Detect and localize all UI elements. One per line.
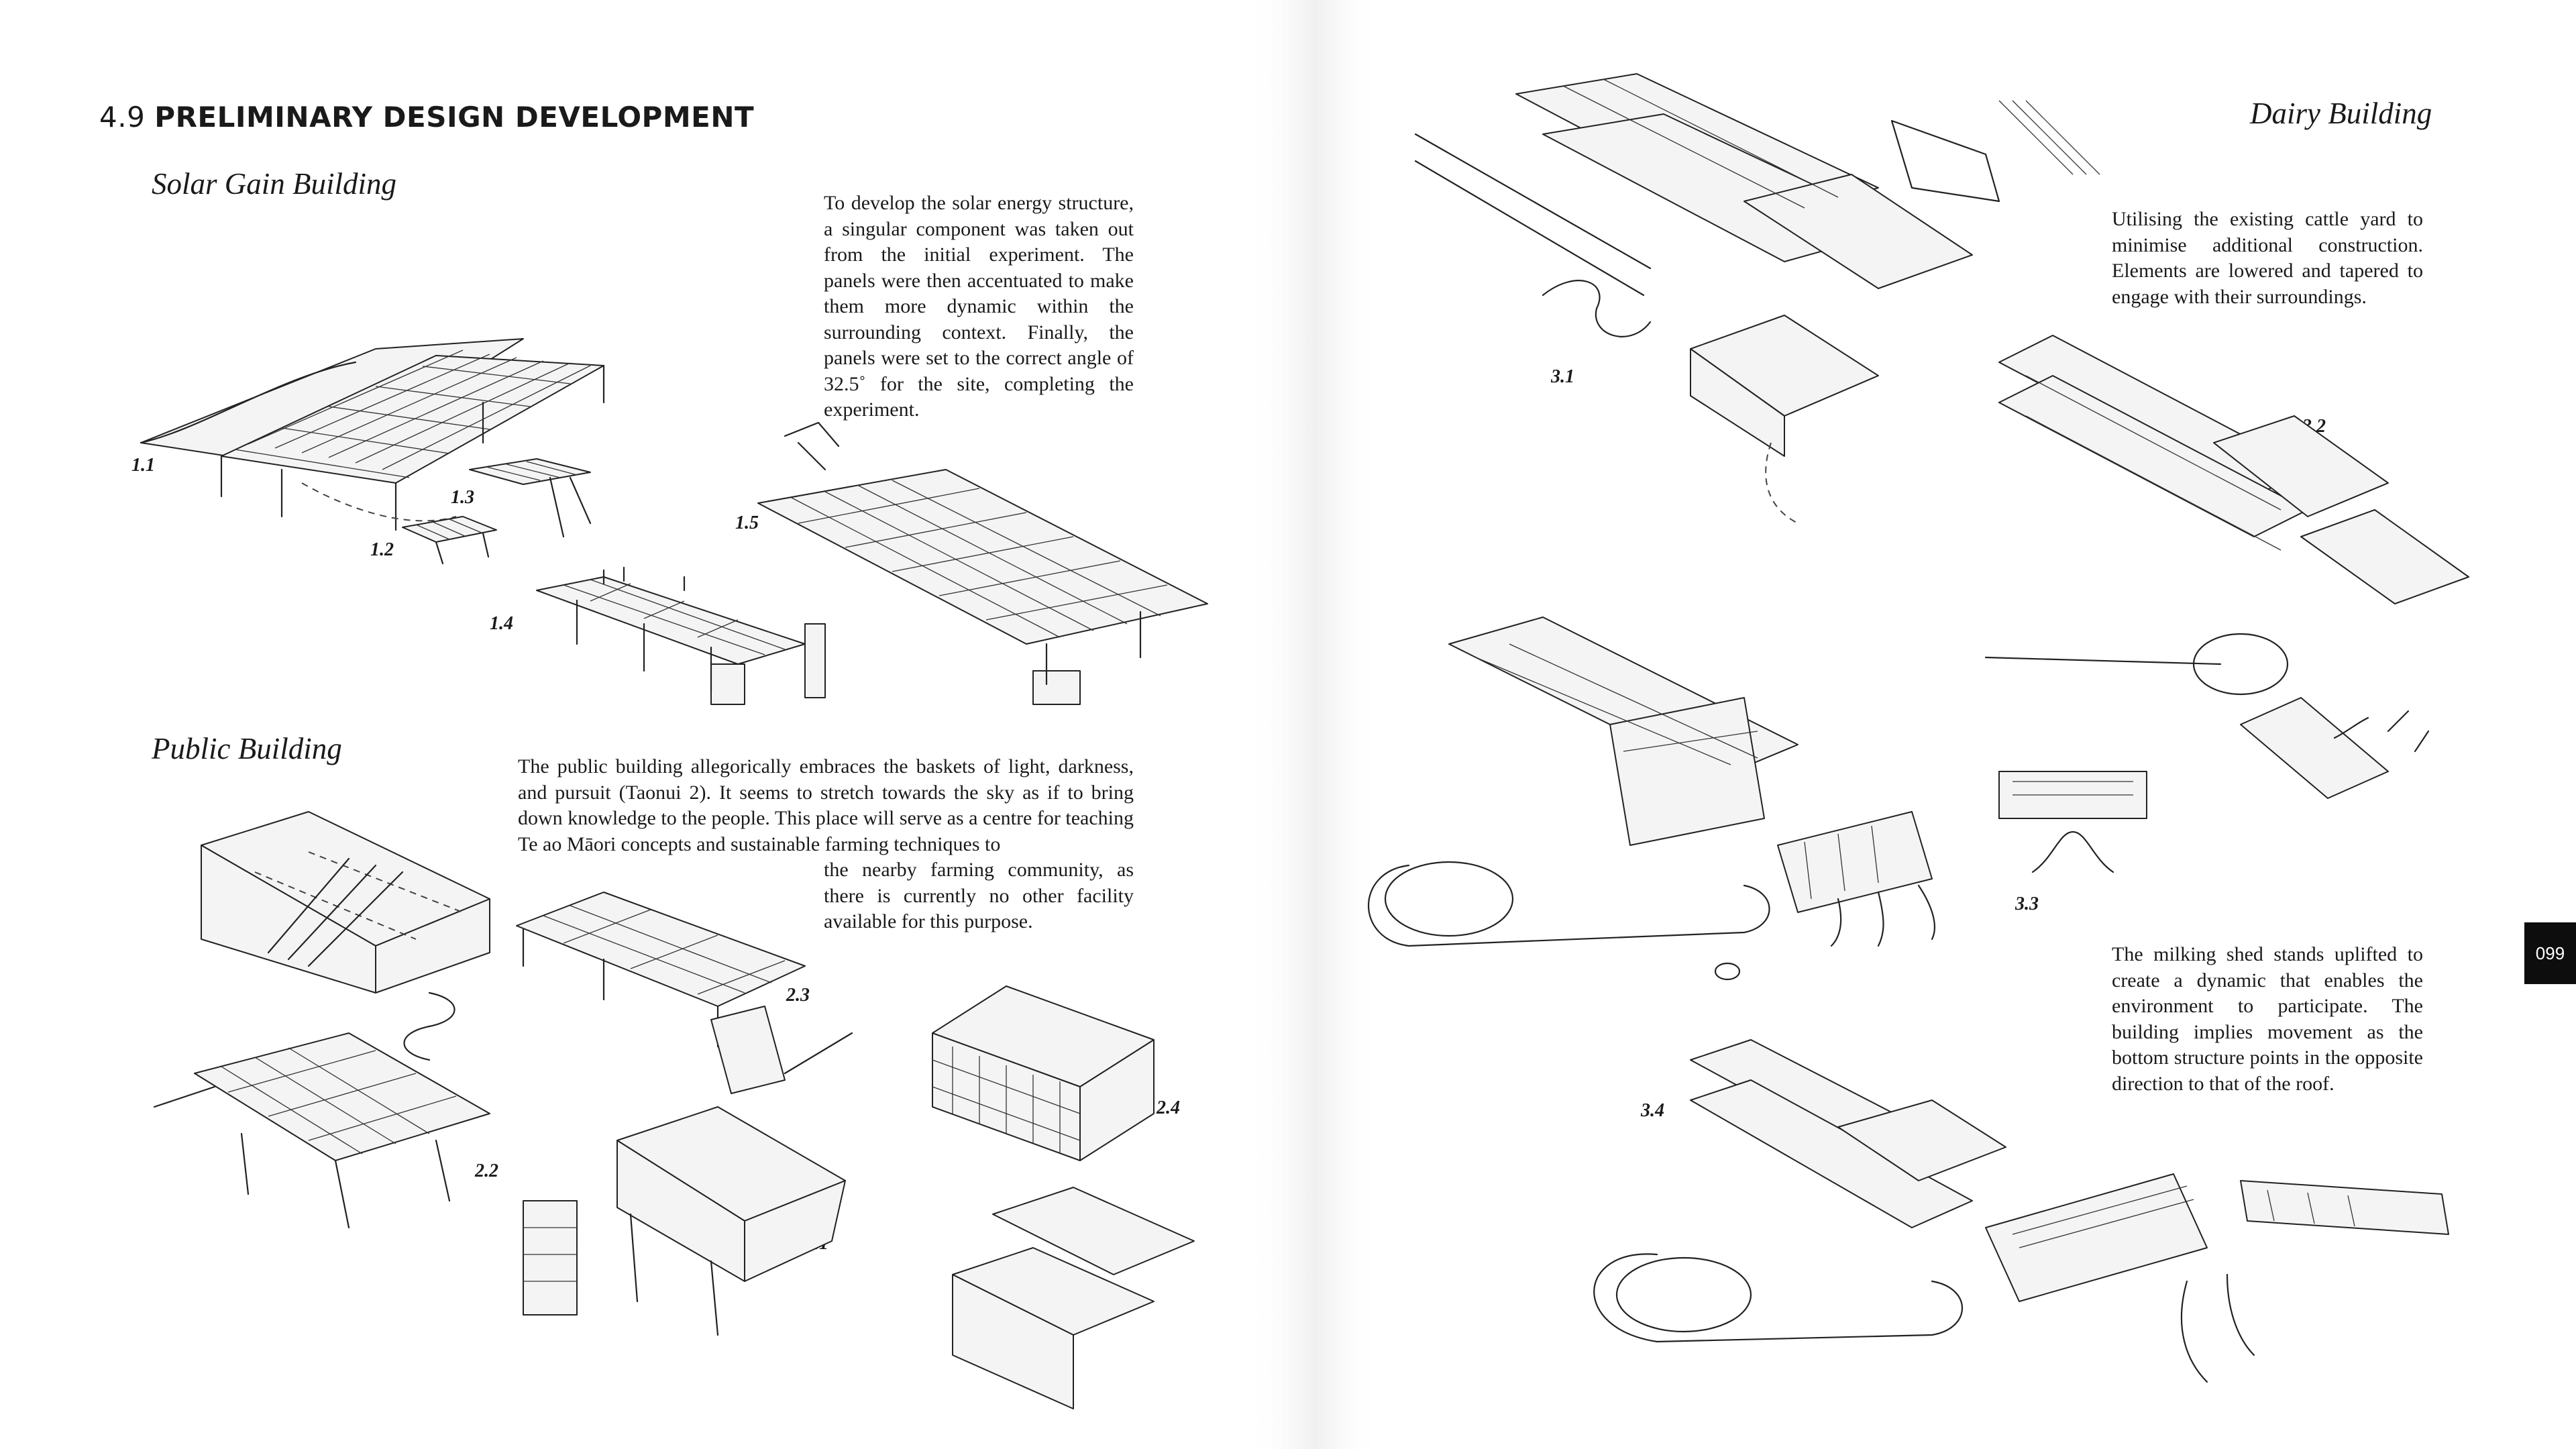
sketch-2-4-lattice-boxes <box>932 985 1195 1409</box>
solar-heading: Solar Gain Building <box>152 167 397 201</box>
sketch-3-2-dairy-layout <box>1984 335 2469 799</box>
dairy-description-bottom: The milking shed stands uplifted to crea… <box>2112 943 2423 1095</box>
sketch-2-1-building-with-tower <box>523 1106 846 1336</box>
sketch-1-1-solar-canopy <box>140 338 605 531</box>
figure-label-2-3: 2.3 <box>786 985 810 1006</box>
sketch-3-3-milking-shed <box>1368 616 2147 981</box>
page-number-tab: 099 <box>2524 922 2576 984</box>
section-title: PRELIMINARY DESIGN DEVELOPMENT <box>154 101 755 133</box>
figure-label-3-1: 3.1 <box>1551 366 1574 387</box>
figure-label-2-2: 2.2 <box>475 1161 498 1181</box>
sketch-1-2-panel <box>402 516 497 565</box>
public-description-cont: the nearby farming community, as there i… <box>824 859 1134 932</box>
solar-description: To develop the solar energy structure, a… <box>824 192 1134 421</box>
public-description: The public building allegorically embrac… <box>518 755 1134 855</box>
figure-label-1-4: 1.4 <box>490 613 513 634</box>
figure-label-3-4: 3.4 <box>1641 1100 1664 1121</box>
sketch-2-concept-boxes <box>201 811 490 1061</box>
figure-label-1-5: 1.5 <box>735 513 759 533</box>
sketch-1-5-panel-array <box>757 421 1208 705</box>
sketch-1-4-angled-structure <box>536 566 826 705</box>
figure-label-1-1: 1.1 <box>131 455 155 476</box>
dairy-description-top: Utilising the existing cattle yard to mi… <box>2112 208 2423 308</box>
figure-label-3-3: 3.3 <box>2015 894 2039 914</box>
figure-label-1-2: 1.2 <box>370 539 394 560</box>
dairy-heading: Dairy Building <box>2250 97 2432 130</box>
sketch-3-1-dairy-complex <box>1414 73 2100 524</box>
figure-label-1-3: 1.3 <box>451 487 474 508</box>
sketch-1-3-panel <box>469 458 592 538</box>
sketch-2-3-timber-frame <box>516 892 853 1094</box>
section-number: 4.9 <box>99 101 146 133</box>
sketch-3-4-uplifted-shed <box>1593 1039 2449 1383</box>
public-heading: Public Building <box>152 732 342 765</box>
figure-label-2-4: 2.4 <box>1157 1097 1180 1118</box>
sketch-2-2-frame-structure <box>153 1032 490 1229</box>
